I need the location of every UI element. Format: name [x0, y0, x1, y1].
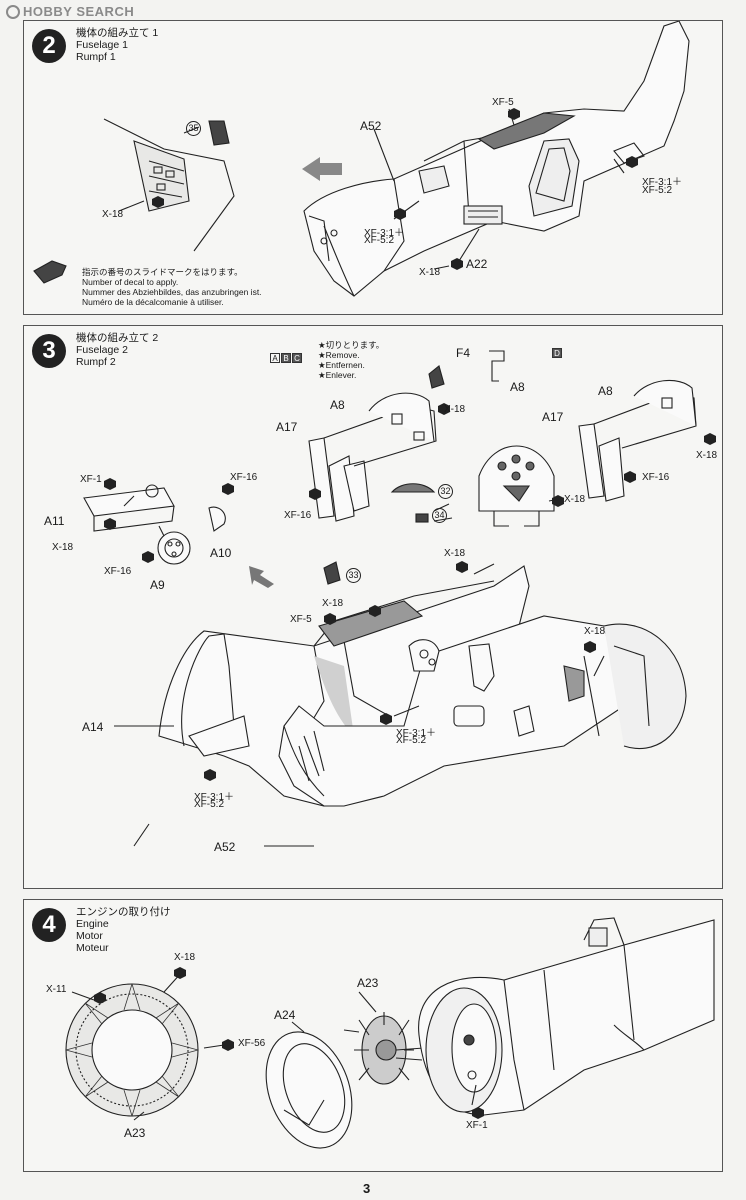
- a8-label-c: A8: [598, 384, 613, 398]
- a14-label: A14: [82, 720, 104, 734]
- xf16-label-d: XF-16: [104, 566, 132, 577]
- a17-label-a: A17: [276, 420, 298, 434]
- xf52-label-b: XF-5:2: [194, 799, 225, 810]
- x18-label-g: X-18: [584, 626, 606, 637]
- xf1-label: XF-1: [80, 474, 102, 485]
- step-2-title-ja: 機体の組み立て 1: [76, 27, 159, 39]
- x18-label-b: X-18: [696, 450, 718, 461]
- xf3-label-b: XF-3:1＋: [364, 228, 405, 239]
- a52-label: A52: [214, 840, 236, 854]
- step-2-decal-note: 指示の番号のスライドマークをはります。 Number of decal to a…: [82, 267, 262, 307]
- step-4-illustration: [65, 917, 715, 1149]
- f4-label: F4: [456, 346, 471, 360]
- step-3-title: 機体の組み立て 2 Fuselage 2 Rumpf 2: [76, 332, 158, 368]
- version-c-box: C: [292, 353, 302, 363]
- a52-label: A52: [360, 119, 382, 133]
- step-4-title-en: Engine: [76, 918, 109, 930]
- x11-label: X-11: [46, 984, 67, 995]
- step-2-title: 機体の組み立て 1 Fuselage 1 Rumpf 1: [76, 27, 158, 63]
- a10-label: A10: [210, 546, 232, 560]
- xf5-label: XF-5: [492, 97, 514, 108]
- step-2-title-de: Rumpf 1: [76, 51, 116, 63]
- step-4-panel: 4 エンジンの取り付け Engine Motor Moteur X-18 X-1…: [23, 899, 723, 1172]
- a8-label-b: A8: [330, 398, 345, 412]
- xf16-label-c: XF-16: [230, 472, 258, 483]
- xf5-label: XF-5: [290, 614, 312, 625]
- step-2-illustration: [33, 21, 690, 297]
- xf1-label: XF-1: [466, 1120, 488, 1131]
- xf16-label-b: XF-16: [642, 472, 670, 483]
- a11-label: A11: [44, 514, 65, 528]
- x18-label-e: X-18: [444, 548, 466, 559]
- decal-32-label: 32: [438, 484, 453, 499]
- a24-label: A24: [274, 1008, 296, 1022]
- a22-label: A22: [466, 257, 488, 271]
- x18-label-d: X-18: [52, 542, 74, 553]
- xf52-label-a: XF-5:2: [642, 185, 673, 196]
- step-3-illustration: [83, 350, 716, 847]
- remove-note: ★切りとります。 ★Remove. ★Entfernen. ★Enlever.: [318, 340, 385, 380]
- step-2-panel: 2 機体の組み立て 1 Fuselage 1 Rumpf 1 指示の番号のスライ…: [23, 20, 723, 315]
- version-d-box: D: [552, 348, 562, 358]
- step-3-title-en: Fuselage 2: [76, 344, 128, 356]
- xf16-label-a: XF-16: [284, 510, 312, 521]
- a23-label-b: A23: [357, 976, 379, 990]
- x18-label-a: X-18: [444, 404, 466, 415]
- x18-label-f: X-18: [322, 598, 344, 609]
- x18-label-c: X-18: [564, 494, 586, 505]
- a8-label-a: A8: [510, 380, 525, 394]
- step-4-number: 4: [32, 908, 66, 942]
- xf3-label-a: XF-3:1＋: [642, 177, 683, 188]
- xf52-label-b: XF-5:2: [364, 235, 395, 246]
- decal-33-label: 33: [346, 568, 361, 583]
- x18-label: X-18: [174, 952, 196, 963]
- step-4-title-ja: エンジンの取り付け: [76, 906, 171, 918]
- step-3-number: 3: [32, 334, 66, 368]
- x18-label-a: X-18: [102, 209, 124, 220]
- version-a-box: A: [270, 353, 280, 363]
- page-number: 3: [363, 1181, 371, 1196]
- version-b-box: B: [281, 353, 291, 363]
- a17-label-b: A17: [542, 410, 564, 424]
- decal-34-label: 34: [432, 508, 447, 523]
- step-2-number: 2: [32, 29, 66, 63]
- xf3-label-a: XF-3:1＋: [396, 728, 437, 739]
- radial-engine-front-icon: [65, 983, 199, 1117]
- hex-marker-x18-inset: [152, 196, 164, 208]
- xf52-label-a: XF-5:2: [396, 735, 427, 746]
- x18-label-b: X-18: [419, 267, 441, 278]
- a23-label-a: A23: [124, 1126, 146, 1140]
- watermark-logo-icon: [6, 5, 20, 19]
- decal-35-label: 35: [186, 121, 201, 136]
- xf3-label-b: XF-3:1＋: [194, 792, 235, 803]
- step-3-title-ja: 機体の組み立て 2: [76, 332, 159, 344]
- watermark: HOBBY SEARCH: [6, 4, 134, 19]
- step-4-title-fr: Moteur: [76, 942, 109, 954]
- step-2-title-en: Fuselage 1: [76, 39, 128, 51]
- step-4-title: エンジンの取り付け Engine Motor Moteur: [76, 906, 171, 954]
- xf56-label: XF-56: [238, 1038, 266, 1049]
- step-3-title-de: Rumpf 2: [76, 356, 116, 368]
- step-4-title-de: Motor: [76, 930, 103, 942]
- a9-label: A9: [150, 578, 165, 592]
